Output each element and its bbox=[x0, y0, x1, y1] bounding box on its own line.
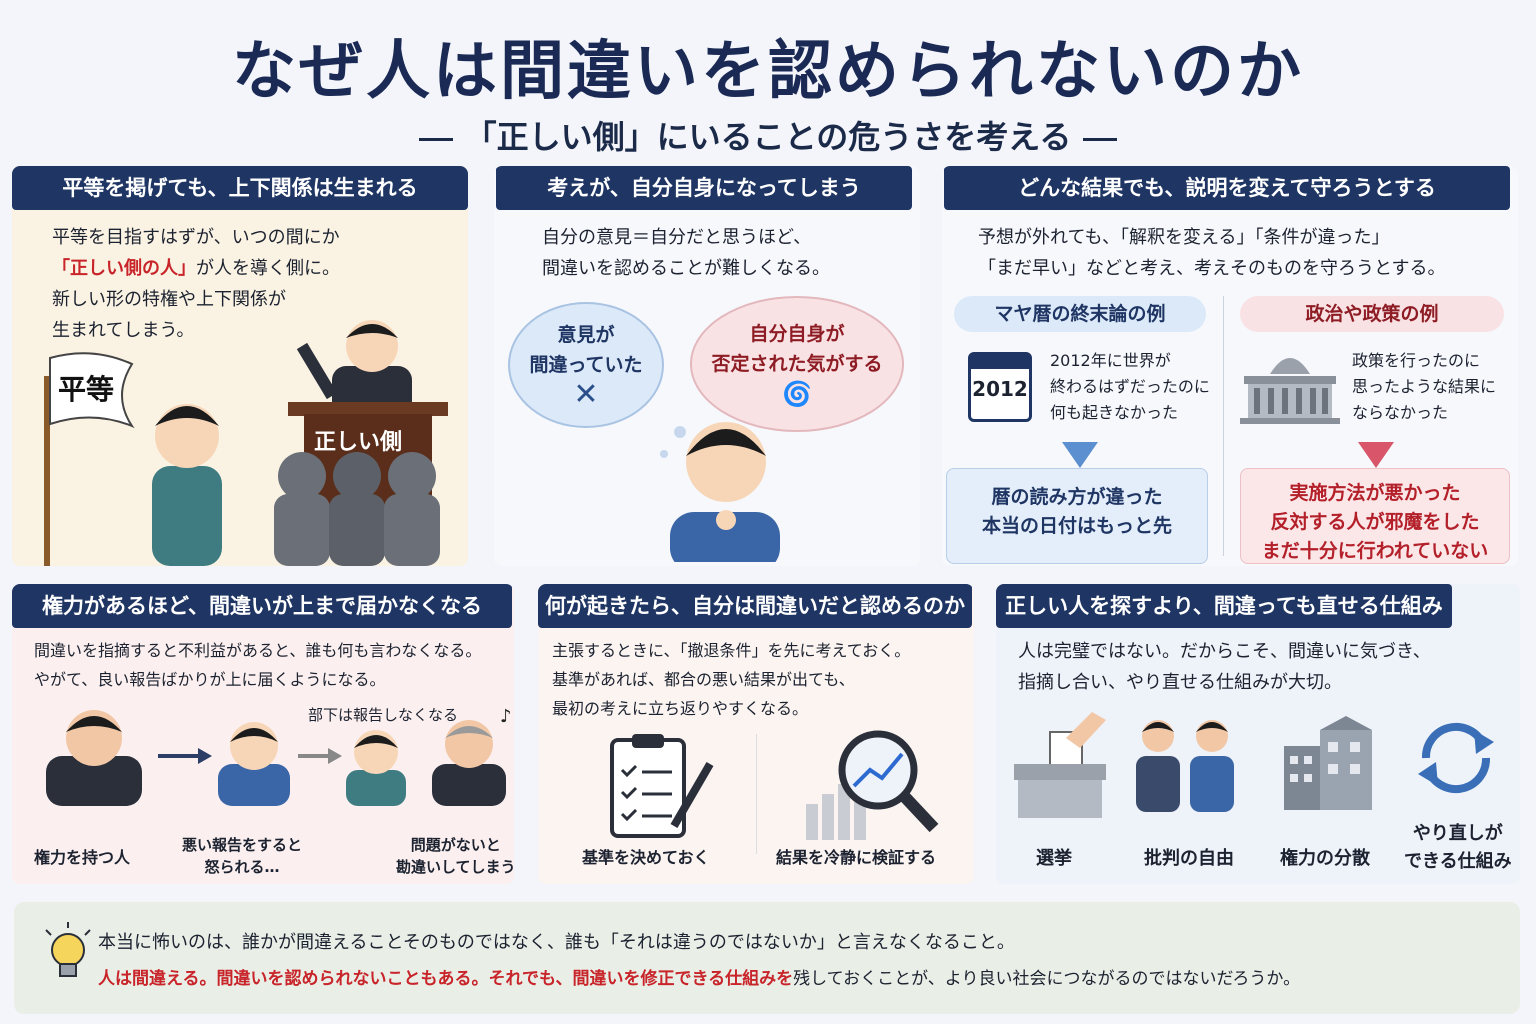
hierarchy-illustration: ♪ bbox=[46, 706, 512, 806]
caption-redo-system: やり直しができる仕組み bbox=[1404, 823, 1512, 872]
spiral-icon: 🌀 bbox=[782, 380, 812, 408]
conclusion-box: 本当に怖いのは、誰かが間違えることそのものではなく、誰も「それは違うのではないか… bbox=[14, 902, 1520, 1014]
politics-label: 政治や政策の例 bbox=[1240, 296, 1504, 332]
caption-scolded: 悪い報告をすると怒られる… bbox=[182, 836, 303, 876]
panel-equality-header: 平等を掲げても、上下関係は生まれる bbox=[12, 166, 468, 210]
down-arrow-red bbox=[1358, 442, 1394, 468]
buildings-icon bbox=[1284, 716, 1372, 810]
maya-desc: 2012年に世界が終わるはずだったのに何も起きなかった bbox=[1050, 351, 1210, 422]
maya-label: マヤ暦の終末論の例 bbox=[954, 296, 1206, 332]
panel-criteria-text: 主張するときに、「撤退条件」を先に考えておく。 基準があれば、都合の悪い結果が出… bbox=[552, 641, 911, 718]
lightbulb-icon bbox=[45, 922, 91, 977]
caption-separation-powers: 権力の分散 bbox=[1280, 848, 1370, 869]
thinking-person bbox=[660, 422, 780, 562]
calendar-icon: 2012 bbox=[968, 352, 1032, 422]
panel-systems-text: 人は完璧ではない。だからこそ、間違いに気づき、 指摘し合い、やり直せる仕組みが大… bbox=[1018, 641, 1431, 693]
magnifier-chart-icon bbox=[806, 730, 939, 840]
page-subtitle: 「正しい側」にいることの危うさを考える bbox=[0, 112, 1536, 158]
panel-rationalize-header: どんな結果でも、説明を変えて守ろうとする bbox=[944, 166, 1510, 210]
panel-rationalize: どんな結果でも、説明を変えて守ろうとする 予想が外れても、「解釈を変える」「条件… bbox=[942, 166, 1518, 566]
no-report-note: 部下は報告しなくなる bbox=[308, 706, 459, 724]
cloud-self-denied: 自分自身が否定された気がする🌀 bbox=[690, 296, 904, 432]
panel-power: 権力があるほど、間違いが上まで届かなくなる 間違いを指摘すると不利益があると、誰… bbox=[12, 584, 514, 884]
caption-power-holder: 権力を持つ人 bbox=[34, 848, 131, 867]
conclusion-line2: 人は間違える。間違いを認められないこともある。それでも、間違いを修正できる仕組み… bbox=[98, 969, 1301, 989]
ballot-box-icon bbox=[1014, 712, 1106, 818]
panel-identity-text: 自分の意見＝自分だと思うほど、 間違いを認めることが難しくなる。 bbox=[542, 227, 830, 279]
page-title: なぜ人は間違いを認められないのか bbox=[232, 35, 1304, 109]
politics-excuse: 実施方法が悪かった反対する人が邪魔をしたまだ十分に行われていない bbox=[1240, 468, 1510, 564]
politics-desc: 政策を行ったのに思ったような結果にならなかった bbox=[1352, 351, 1497, 422]
svg-text:♪: ♪ bbox=[500, 706, 512, 727]
clipboard-icon bbox=[610, 734, 714, 838]
flag-label: 平等 bbox=[58, 373, 115, 406]
equality-illustration bbox=[44, 320, 448, 566]
caption-free-criticism: 批判の自由 bbox=[1144, 848, 1234, 869]
panel-equality-text: 平等を目指すはずが、いつの間にか 「正しい側の人」が人を導く側に。 新しい形の特… bbox=[52, 227, 340, 341]
panel-power-text: 間違いを指摘すると不利益があると、誰も何も言わなくなる。 やがて、良い報告ばかり… bbox=[34, 641, 482, 689]
panel-criteria-header: 何が起きたら、自分は間違いだと認めるのか bbox=[538, 584, 972, 628]
panel-systems-header: 正しい人を探すより、間違っても直せる仕組み bbox=[996, 584, 1452, 628]
parliament-icon bbox=[1240, 358, 1340, 424]
panel-rationalize-text: 予想が外れても、「解釈を変える」「条件が違った」 「まだ早い」などと考え、考えそ… bbox=[978, 227, 1446, 279]
divider bbox=[756, 734, 757, 854]
caption-misunderstand: 問題がないと勘違いしてしまう bbox=[396, 836, 514, 876]
divider bbox=[1223, 296, 1224, 556]
conclusion-line1: 本当に怖いのは、誰かが間違えることそのものではなく、誰も「それは違うのではないか… bbox=[98, 932, 1015, 953]
podium-label: 正しい側 bbox=[314, 430, 403, 455]
maya-excuse: 暦の読み方が違った本当の日付はもっと先 bbox=[946, 468, 1208, 564]
x-icon: ✕ bbox=[573, 377, 599, 412]
caption-set-criteria: 基準を決めておく bbox=[582, 848, 710, 867]
panel-power-header: 権力があるほど、間違いが上まで届かなくなる bbox=[12, 584, 512, 628]
panel-systems: 正しい人を探すより、間違っても直せる仕組み 人は完璧ではない。だからこそ、間違い… bbox=[996, 584, 1520, 884]
panel-equality: 平等を掲げても、上下関係は生まれる 平等を目指すはずが、いつの間にか 「正しい側… bbox=[12, 166, 468, 566]
down-arrow-blue bbox=[1062, 442, 1098, 468]
panel-identity: 考えが、自分自身になってしまう 自分の意見＝自分だと思うほど、 間違いを認めるこ… bbox=[494, 166, 920, 566]
two-people-icon bbox=[1136, 720, 1234, 812]
caption-election: 選挙 bbox=[1036, 848, 1072, 869]
cloud-opinion-wrong: 意見が間違っていた✕ bbox=[508, 302, 664, 428]
panel-identity-header: 考えが、自分自身になってしまう bbox=[496, 166, 912, 210]
caption-verify-results: 結果を冷静に検証する bbox=[776, 848, 937, 867]
panel-criteria: 何が起きたら、自分は間違いだと認めるのか 主張するときに、「撤退条件」を先に考え… bbox=[538, 584, 974, 884]
cycle-arrows-icon bbox=[1418, 722, 1494, 794]
